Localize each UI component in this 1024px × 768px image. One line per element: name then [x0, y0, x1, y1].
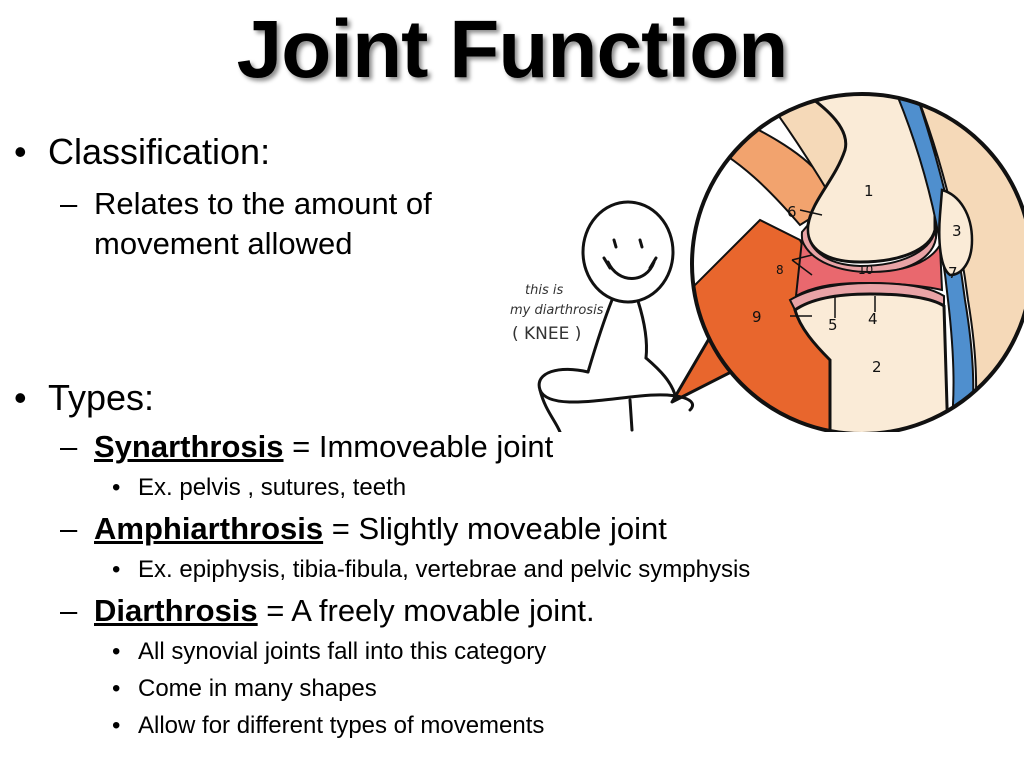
classification-line1: Relates to the amount of	[94, 186, 432, 221]
zoom-circle	[690, 92, 1024, 432]
label-10: 10	[858, 263, 873, 277]
label-leader-lines	[790, 209, 876, 318]
figure-torso-left	[586, 298, 614, 374]
bullet-dot: •	[14, 131, 27, 172]
type-amphiarthrosis: –Amphiarthrosis = Slightly moveable join…	[60, 509, 667, 549]
dash-marker: –	[60, 429, 78, 464]
dash-marker: –	[60, 186, 78, 221]
figure-head	[581, 200, 675, 304]
slide-title: Joint Function	[236, 4, 789, 95]
type-example-text: All synovial joints fall into this categ…	[138, 638, 547, 665]
figure-eyes	[612, 238, 644, 249]
figure-caption: this is my diarthrosis ( KNEE )	[510, 283, 604, 344]
classification-heading: Classification:	[48, 131, 271, 172]
figure-arm	[644, 356, 678, 400]
bullet-types: • Types:	[14, 376, 154, 420]
type-synarthrosis: –Synarthrosis = Immoveable joint	[60, 427, 553, 467]
label-3: 3	[952, 222, 962, 240]
type-example: • All synovial joints fall into this cate…	[112, 636, 546, 668]
figure-smile	[602, 256, 658, 280]
type-description: = A freely movable joint.	[266, 593, 595, 628]
label-2: 2	[872, 358, 882, 376]
label-8: 8	[776, 263, 784, 277]
type-example: • Ex. pelvis , sutures, teeth	[112, 472, 406, 504]
classification-line2: movement allowed	[94, 226, 353, 261]
label-9: 9	[752, 308, 762, 326]
type-description: = Slightly moveable joint	[331, 511, 667, 546]
knee-cross-section	[692, 94, 1024, 432]
figure-torso-right	[636, 299, 648, 360]
bullet-dot: •	[112, 638, 121, 665]
caption-line1: this is	[525, 283, 563, 298]
tibia-bone	[793, 292, 950, 432]
type-example-text: Allow for different types of movements	[138, 712, 545, 739]
caption-line2: my diarthrosis	[510, 303, 604, 318]
type-term: Synarthrosis	[94, 429, 284, 464]
type-example: • Come in many shapes	[112, 673, 377, 705]
label-7: 7	[948, 264, 958, 282]
dash-marker: –	[60, 593, 78, 628]
label-4: 4	[868, 310, 878, 328]
type-example: • Ex. epiphysis, tibia-fibula, vertebrae …	[112, 554, 750, 586]
type-term: Diarthrosis	[94, 593, 258, 628]
type-example-text: Ex. epiphysis, tibia-fibula, vertebrae a…	[138, 556, 751, 583]
bullet-dot: •	[112, 556, 121, 583]
patella	[938, 188, 974, 277]
label-6: 6	[787, 203, 797, 221]
type-example: • Allow for different types of movements	[112, 710, 544, 742]
types-heading: Types:	[48, 377, 155, 418]
label-1: 1	[864, 182, 874, 200]
bullet-classification: • Classification:	[14, 130, 270, 174]
knee-joint-illustration: 1 2 3 4 5 6 7 8 9 10 this is my diarthro…	[510, 92, 1024, 432]
type-example-text: Come in many shapes	[138, 675, 377, 702]
figure-legs	[537, 367, 694, 412]
bullet-dot: •	[112, 675, 121, 702]
type-description: = Immoveable joint	[292, 429, 554, 464]
anatomy-labels: 1 2 3 4 5 6 7 8 9 10	[752, 182, 962, 376]
bullet-dot: •	[14, 377, 27, 418]
stick-figure	[537, 200, 694, 432]
type-example-text: Ex. pelvis , sutures, teeth	[138, 474, 407, 501]
type-term: Amphiarthrosis	[94, 511, 324, 546]
figure-lower-legs	[538, 388, 634, 432]
type-diarthrosis: –Diarthrosis = A freely movable joint.	[60, 591, 595, 631]
label-5: 5	[828, 316, 838, 334]
bullet-dot: •	[112, 474, 121, 501]
dash-marker: –	[60, 511, 78, 546]
classification-description: –Relates to the amount of movement allow…	[60, 184, 432, 264]
bullet-dot: •	[112, 712, 121, 739]
caption-line3: ( KNEE )	[512, 324, 581, 344]
